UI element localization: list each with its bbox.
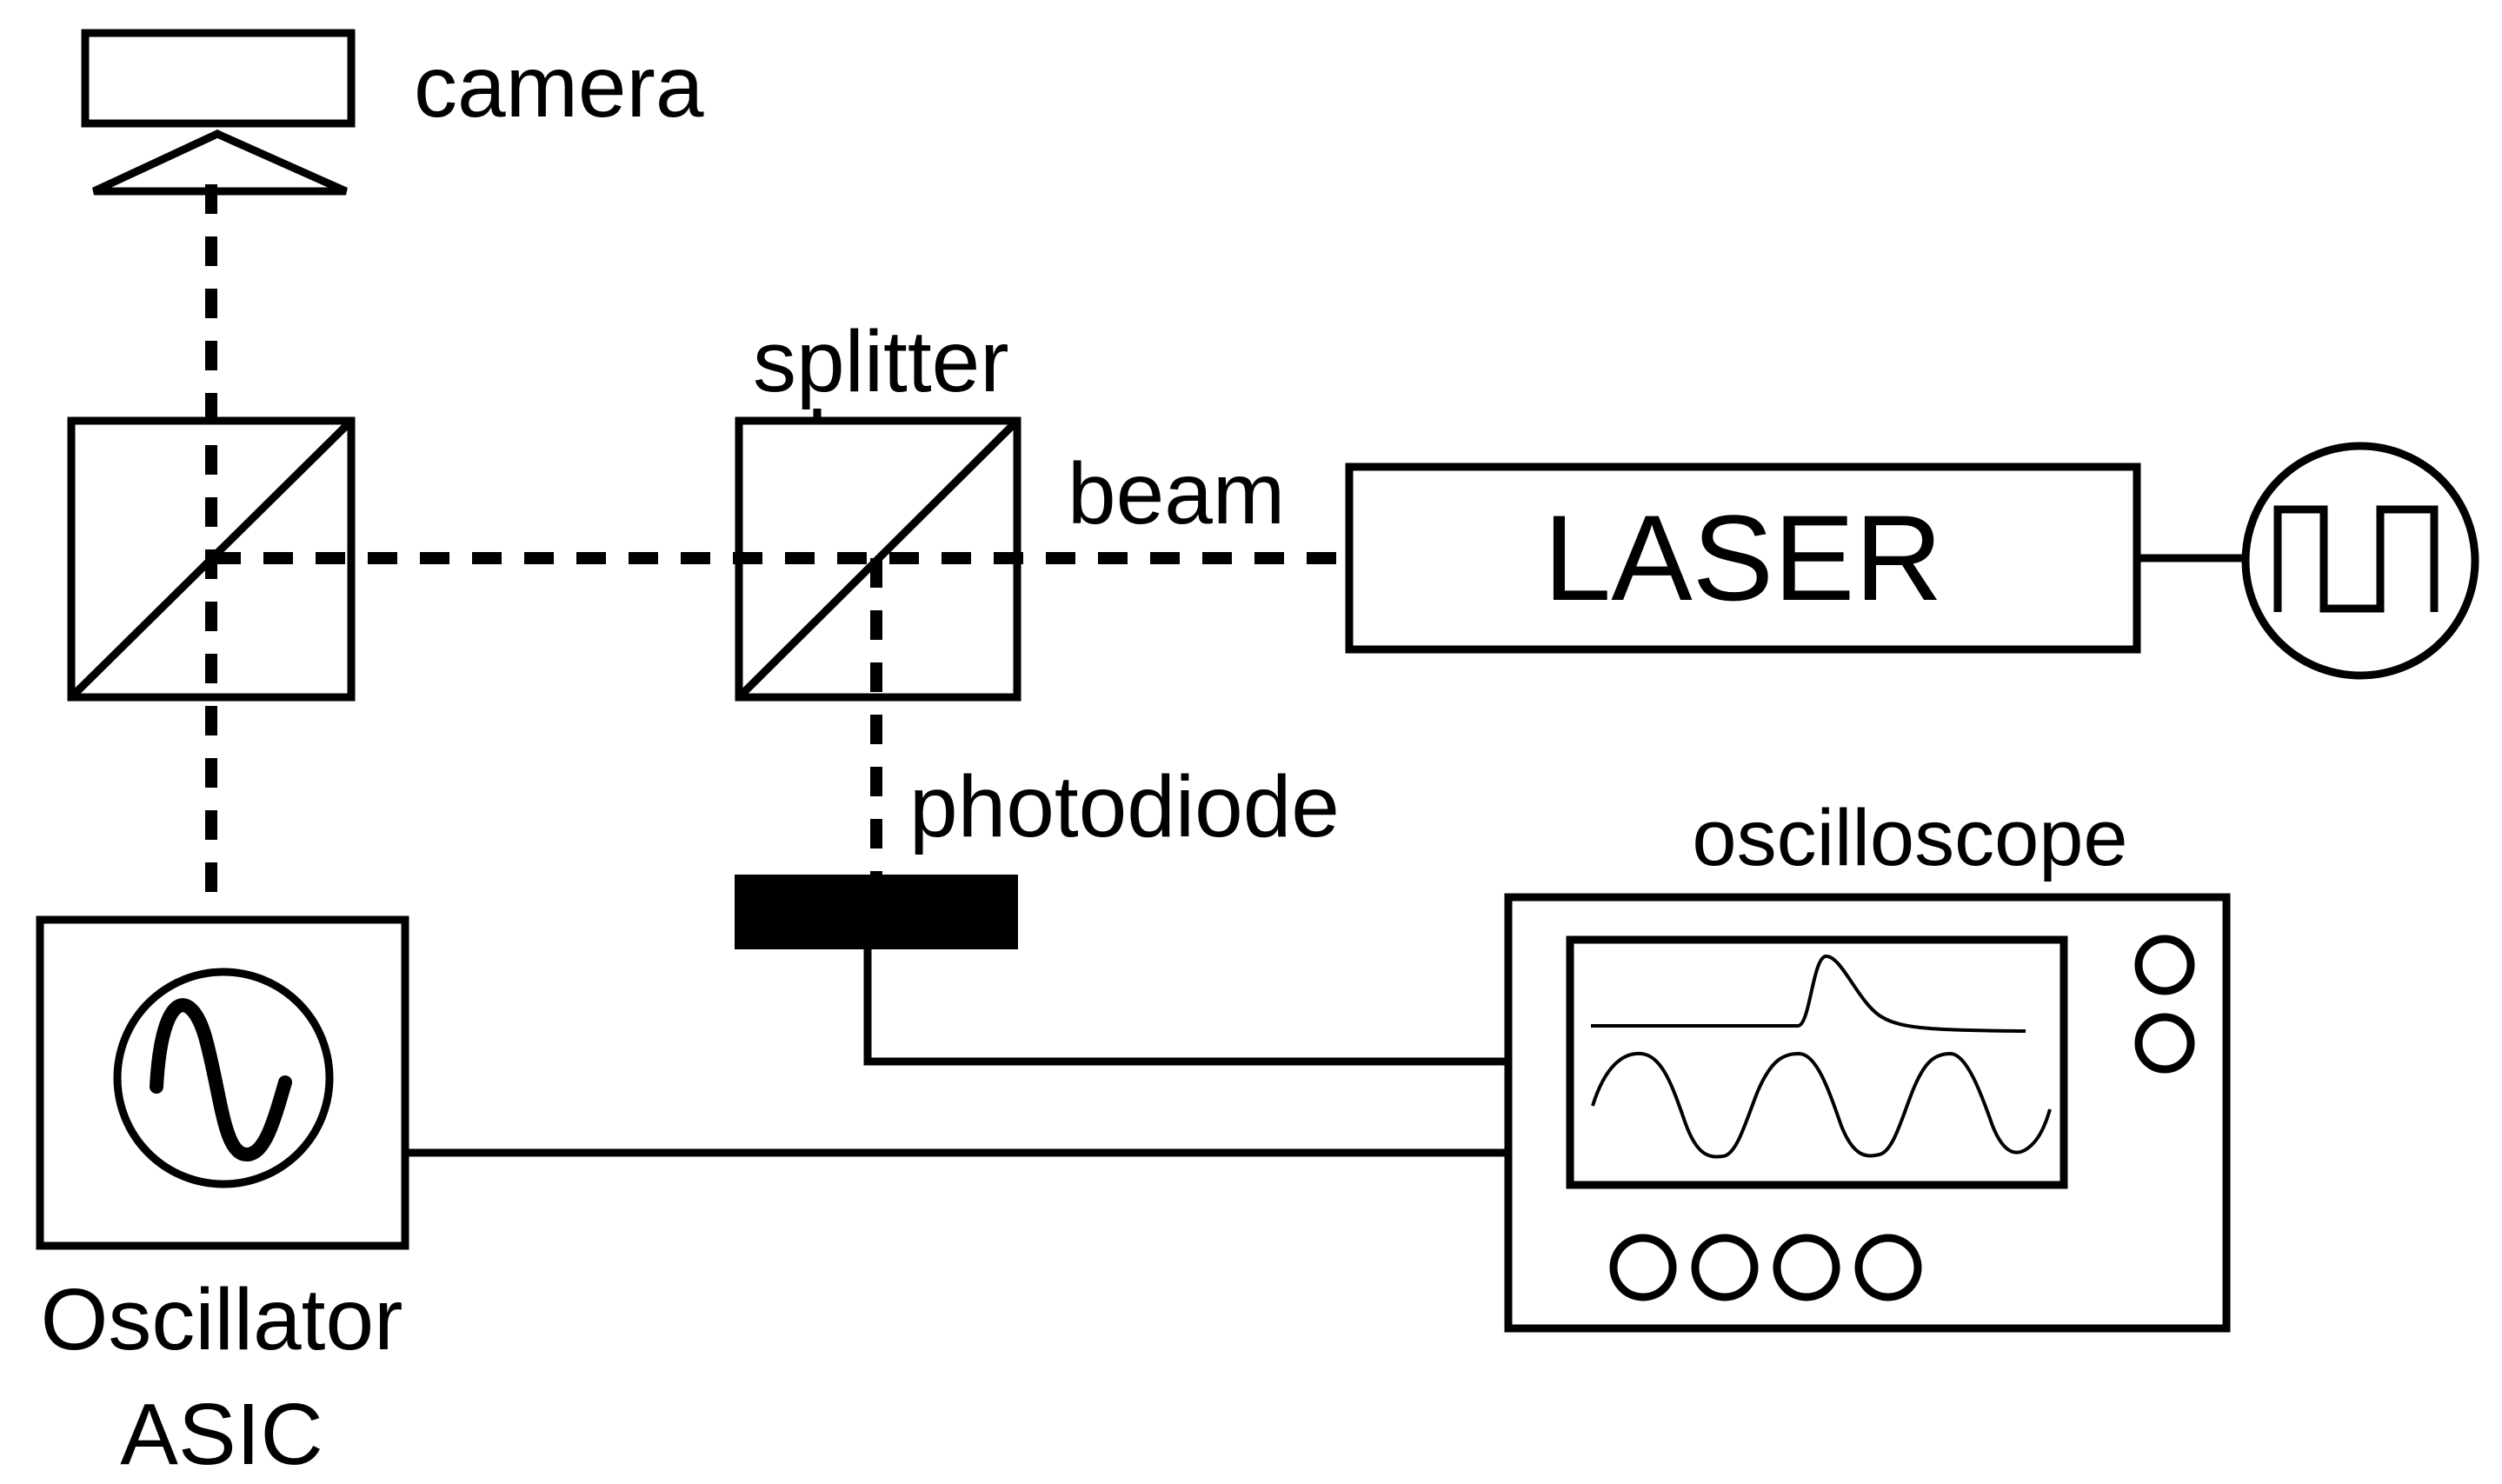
sine-wave-icon [113, 968, 334, 1188]
splitter-label: splitter [753, 313, 1009, 410]
photodiode-wire [863, 949, 1508, 1066]
oscilloscope-screen [1566, 935, 2068, 1189]
beam-paths [205, 184, 1349, 908]
scope-button-1 [1609, 1234, 1677, 1301]
laser-label: LASER [1543, 489, 1942, 626]
square-wave-icon [2241, 442, 2479, 680]
scope-button-3 [1773, 1234, 1840, 1301]
oscillator-label-line2: ASIC [120, 1386, 323, 1483]
camera-label: camera [414, 38, 704, 136]
oscillator-trace [1591, 1051, 2052, 1159]
photodiode-trace [1591, 955, 2026, 1033]
photodiode [735, 875, 1018, 949]
oscilloscope [1504, 893, 2231, 1333]
photodiode-label: photodiode [909, 758, 1340, 855]
oscillator-asic [36, 915, 409, 1250]
oscilloscope-label: oscilloscope [1692, 794, 2127, 882]
scope-knob-top [2134, 935, 2195, 995]
scope-button-4 [1854, 1234, 1922, 1301]
scope-button-2 [1691, 1234, 1759, 1301]
beam-label: beam [1068, 445, 1285, 542]
camera [81, 29, 356, 196]
oscillator-label-line1: Oscillator [41, 1271, 403, 1368]
splitter [735, 409, 1021, 702]
scope-knob-middle [2134, 1013, 2195, 1074]
